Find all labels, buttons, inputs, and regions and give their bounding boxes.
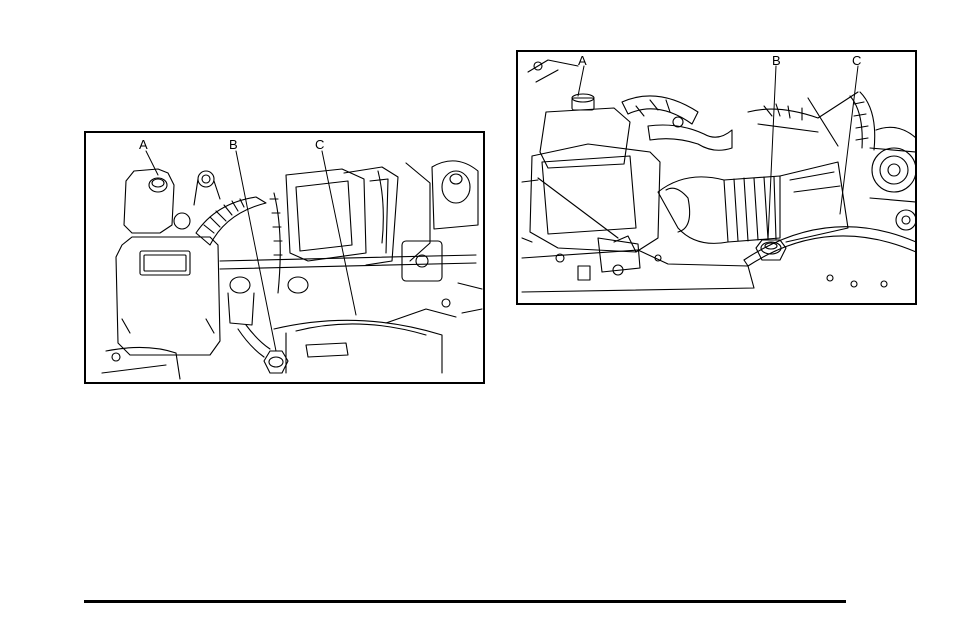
callout-b-left: B	[229, 138, 238, 151]
callout-b-right: B	[772, 54, 781, 67]
callout-a-left: A	[139, 138, 148, 151]
callout-c-right: C	[852, 54, 861, 67]
footer-rule	[84, 600, 846, 603]
engine-illustration-right	[518, 52, 917, 305]
engine-illustration-left	[86, 133, 485, 384]
callout-a-right: A	[578, 54, 587, 67]
callout-c-left: C	[315, 138, 324, 151]
engine-compartment-figure-right: A B C	[516, 50, 917, 305]
engine-compartment-figure-left: A B C	[84, 131, 485, 384]
